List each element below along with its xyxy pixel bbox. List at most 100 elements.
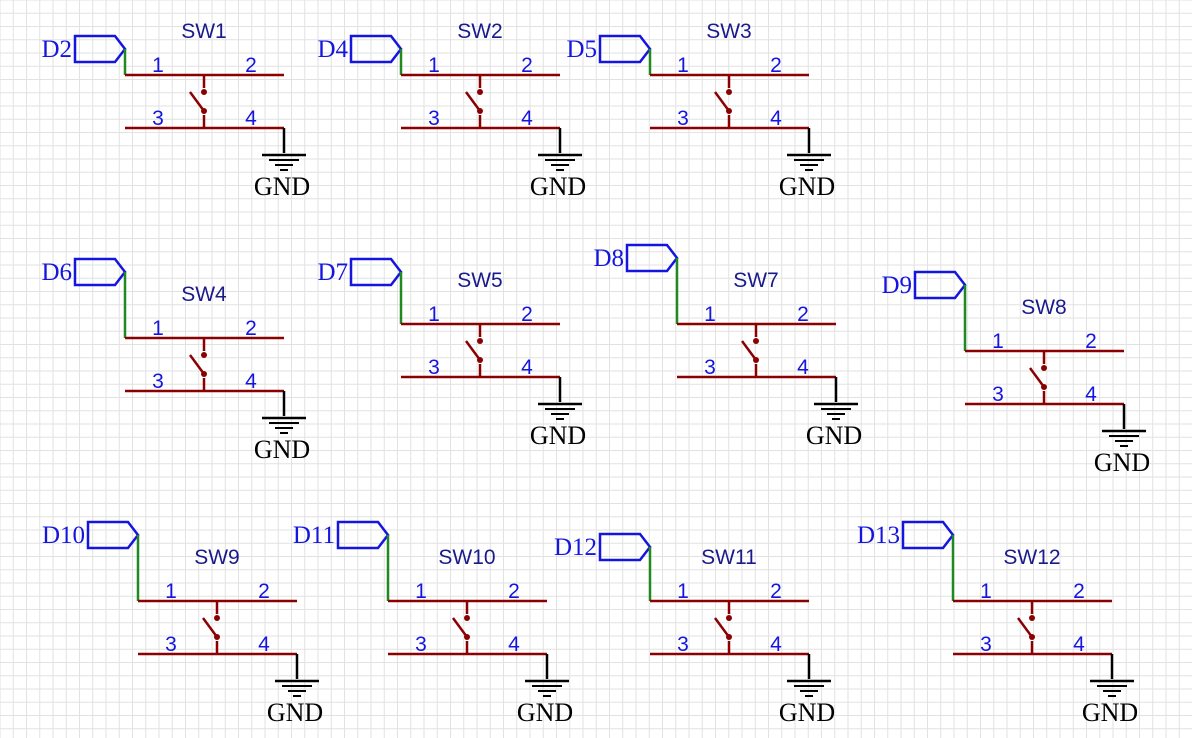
- net-label: D8: [593, 245, 624, 272]
- pin-number: 1: [152, 317, 164, 340]
- pin-number: 3: [152, 107, 164, 130]
- contact-dot: [1041, 365, 1047, 371]
- contact-dot: [201, 371, 207, 377]
- gnd-label: GND: [254, 172, 310, 201]
- net-label: D4: [317, 36, 348, 63]
- pin-number: 4: [521, 356, 533, 379]
- contact-dot: [214, 615, 220, 621]
- net-flag-d13: [901, 520, 955, 550]
- switch-ref-label: SW3: [706, 20, 752, 43]
- switch-ref-label: SW10: [438, 546, 495, 569]
- net-label: D11: [293, 522, 335, 549]
- contact-dot: [726, 615, 732, 621]
- contact-dot: [1029, 615, 1035, 621]
- net-label: D6: [41, 259, 72, 286]
- pin-number: 2: [245, 317, 257, 340]
- net-flag-d12: [598, 532, 652, 562]
- pin-number: 1: [165, 580, 177, 603]
- contact-dot: [477, 338, 483, 344]
- net-flag-d5: [598, 34, 652, 64]
- net-flag-d8: [625, 243, 679, 273]
- pin-number: 3: [428, 356, 440, 379]
- switch-ref-label: SW8: [1021, 296, 1067, 319]
- switch-ref-label: SW2: [457, 20, 503, 43]
- pin-number: 3: [704, 356, 716, 379]
- net-label: D9: [881, 272, 912, 299]
- switch-contact: [464, 91, 482, 112]
- contact-dot: [753, 357, 759, 363]
- switch-contact: [713, 91, 731, 112]
- pin-number: 3: [677, 107, 689, 130]
- contact-dot: [464, 615, 470, 621]
- pin-number: 3: [980, 633, 992, 656]
- switch-contact: [188, 354, 206, 375]
- pin-number: 2: [770, 54, 782, 77]
- net-flag-d6: [73, 257, 127, 287]
- pin-number: 2: [258, 580, 270, 603]
- net-label: D7: [317, 259, 348, 286]
- contact-dot: [726, 634, 732, 640]
- net-flag-d4: [349, 34, 403, 64]
- contact-dot: [1041, 384, 1047, 390]
- gnd-label: GND: [1082, 698, 1138, 727]
- contact-dot: [214, 634, 220, 640]
- net-label: D5: [566, 36, 597, 63]
- pin-number: 4: [1073, 633, 1085, 656]
- net-flag-d7: [349, 257, 403, 287]
- gnd-label: GND: [517, 698, 573, 727]
- contact-dot: [477, 357, 483, 363]
- pin-number: 2: [508, 580, 520, 603]
- gnd-label: GND: [254, 435, 310, 464]
- switch-contact: [1016, 617, 1034, 638]
- pin-number: 2: [245, 54, 257, 77]
- pin-number: 1: [992, 330, 1004, 353]
- switch-contact: [740, 340, 758, 361]
- contact-dot: [726, 89, 732, 95]
- pin-number: 1: [704, 303, 716, 326]
- gnd-label: GND: [530, 172, 586, 201]
- gnd-label: GND: [779, 172, 835, 201]
- pin-number: 4: [245, 107, 257, 130]
- contact-dot: [201, 352, 207, 358]
- pin-number: 4: [521, 107, 533, 130]
- pin-number: 2: [1085, 330, 1097, 353]
- pin-number: 3: [165, 633, 177, 656]
- pin-number: 1: [415, 580, 427, 603]
- gnd-label: GND: [267, 698, 323, 727]
- switch-ref-label: SW1: [181, 20, 227, 43]
- switch-contact: [1028, 367, 1046, 388]
- contact-dot: [753, 338, 759, 344]
- switch-contact: [713, 617, 731, 638]
- switch-ref-label: SW12: [1003, 546, 1060, 569]
- pin-number: 3: [677, 633, 689, 656]
- pin-number: 4: [770, 107, 782, 130]
- pin-number: 2: [1073, 580, 1085, 603]
- net-label: D10: [42, 522, 85, 549]
- switch-contact: [188, 91, 206, 112]
- pin-number: 4: [797, 356, 809, 379]
- switch-contact: [464, 340, 482, 361]
- net-flag-d2: [73, 34, 127, 64]
- switch-ref-label: SW11: [701, 546, 757, 569]
- net-label: D12: [554, 534, 597, 561]
- gnd-label: GND: [806, 421, 862, 450]
- switch-contact: [201, 617, 219, 638]
- pin-number: 1: [677, 580, 689, 603]
- pin-number: 3: [992, 383, 1004, 406]
- contact-dot: [201, 89, 207, 95]
- pin-number: 2: [521, 303, 533, 326]
- contact-dot: [201, 108, 207, 114]
- net-flag-d11: [336, 520, 390, 550]
- switch-ref-label: SW5: [457, 269, 503, 292]
